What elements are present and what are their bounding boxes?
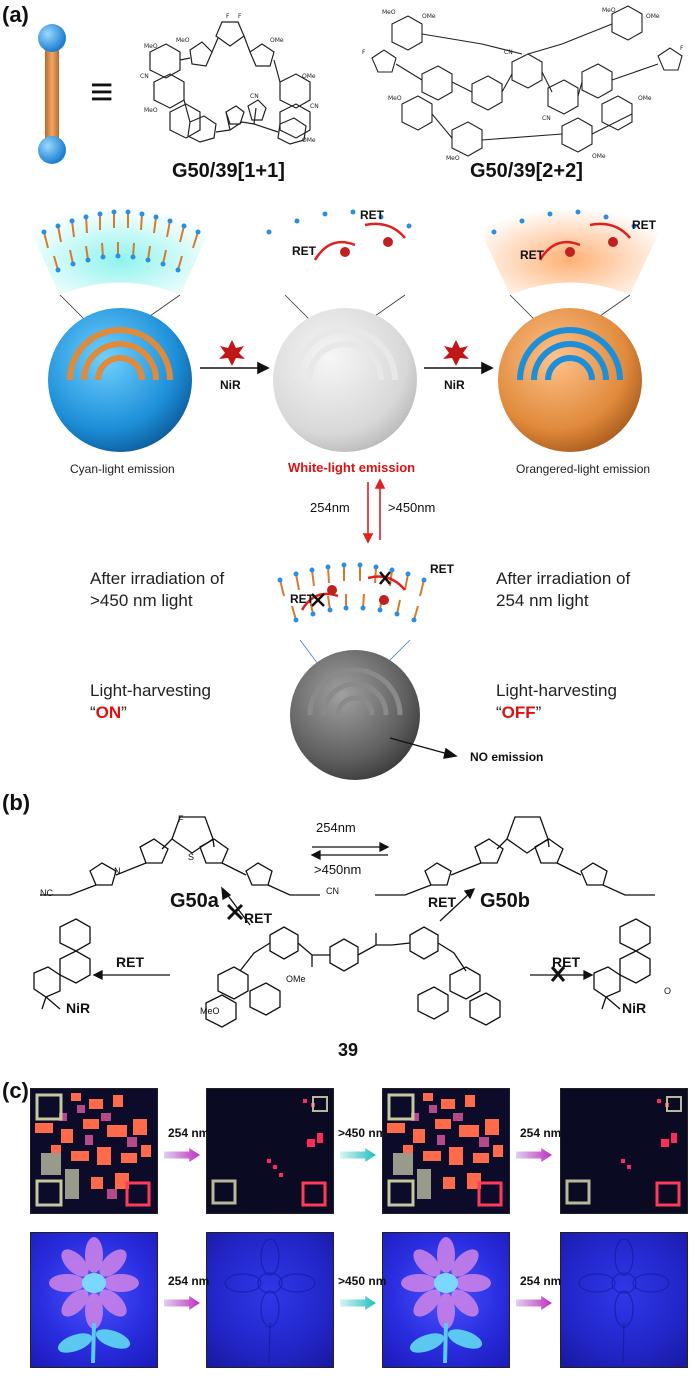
flower-photo-after-uv-1 (206, 1232, 334, 1368)
atom-n-label: N (114, 866, 121, 876)
cn-group-label: CN (326, 886, 339, 896)
svg-text:CN: CN (310, 103, 319, 110)
nir-left-label: NiR (66, 1000, 91, 1016)
svg-text:MeO: MeO (382, 9, 396, 16)
left-note-line2: >450 nm light (90, 591, 193, 610)
uv-254-label: 254nm (310, 500, 350, 515)
svg-text:MeO: MeO (602, 7, 616, 14)
panel-b-label: (b) (2, 790, 31, 815)
row2-uv-arrow-2 (516, 1296, 552, 1310)
svg-text:OMe: OMe (270, 37, 284, 44)
row1-vis-arrow (340, 1148, 376, 1162)
qr-photo-initial (30, 1088, 158, 1214)
svg-text:OMe: OMe (592, 153, 606, 160)
harvest-on-line1: Light-harvesting (90, 681, 211, 700)
ret-label-2: RET (292, 244, 316, 258)
reaction-scheme (33, 816, 655, 1028)
ret-label-1: RET (360, 208, 384, 222)
row1-uv-arrow-2 (516, 1148, 552, 1162)
ret-label-6: RET (290, 592, 314, 606)
cyan-emission-caption: Cyan-light emission (70, 462, 175, 476)
row2-uv-arrow-1 (164, 1296, 200, 1310)
svg-text:F: F (238, 13, 242, 20)
harvest-on-word: ON (95, 703, 122, 722)
svg-text:CN: CN (542, 115, 551, 122)
white-emission-caption: White-light emission (288, 460, 416, 475)
svg-text:CN: CN (140, 73, 149, 80)
svg-text:OMe: OMe (646, 13, 660, 20)
right-note-line1: After irradiation of (496, 569, 631, 588)
no-emission-label: NO emission (470, 750, 544, 764)
row1-arrow1-label: 254 nm (168, 1126, 210, 1140)
left-note-line1: After irradiation of (90, 569, 225, 588)
svg-text:MeO: MeO (388, 95, 402, 102)
meo-group-label: MeO (200, 1006, 220, 1016)
flower-photo-after-uv-2 (560, 1232, 688, 1368)
qr-photo-after-uv-1 (206, 1088, 334, 1214)
harvest-off-status: “OFF” (496, 703, 542, 722)
atom-f-label: F (178, 814, 184, 824)
svg-text:OMe: OMe (302, 137, 316, 144)
row2-arrow3-label: 254 nm (520, 1274, 562, 1288)
vis-450-label: >450nm (388, 500, 436, 515)
row1-uv-arrow-1 (164, 1148, 200, 1162)
dumbbell-icon (38, 24, 66, 164)
flower-photo-initial (30, 1232, 158, 1368)
structure-2-label: G50/39[2+2] (470, 160, 583, 182)
svg-text:MeO: MeO (144, 43, 158, 50)
harvest-on-status: “ON” (90, 703, 127, 722)
ret-left-label: RET (116, 954, 144, 970)
svg-text:F: F (226, 13, 230, 20)
g50b-label: G50b (480, 890, 531, 912)
svg-text:MeO: MeO (144, 107, 158, 114)
vesicle-row-diagram (30, 207, 660, 452)
svg-text:F: F (680, 45, 684, 52)
row2-arrow1-label: 254 nm (168, 1274, 210, 1288)
svg-text:MeO: MeO (176, 37, 190, 44)
ome-group-label: OMe (286, 974, 306, 984)
row2-arrow2-label: >450 nm (338, 1274, 387, 1288)
panel-a-label: (a) (2, 2, 29, 27)
svg-text:OMe: OMe (638, 95, 652, 102)
nir-label-1: NiR (220, 378, 241, 392)
nir-right-label: NiR (622, 1000, 647, 1016)
svg-text:CN: CN (250, 93, 259, 100)
right-note-line2: 254 nm light (496, 591, 589, 610)
ret-top-right-label: RET (428, 894, 456, 910)
equals-sign: ≡ (90, 70, 114, 114)
ret-label-4: RET (520, 248, 544, 262)
flower-photo-after-visible (382, 1232, 510, 1368)
g50a-label: G50a (170, 890, 219, 912)
orange-emission-caption: Orangered-light emission (516, 462, 651, 476)
svg-text:MeO: MeO (446, 155, 460, 162)
scheme-uv-label: 254nm (316, 820, 356, 835)
ret-blocked-top-label: RET (244, 910, 272, 926)
svg-text:CN: CN (504, 49, 513, 56)
nc-group-label: NC (40, 888, 53, 898)
svg-text:OMe: OMe (302, 73, 316, 80)
ret-blocked-right-label: RET (552, 954, 580, 970)
row1-arrow3-label: 254 nm (520, 1126, 562, 1140)
svg-text:OMe: OMe (422, 13, 436, 20)
panel-c-label: (c) (2, 1078, 29, 1103)
harvest-off-line1: Light-harvesting (496, 681, 617, 700)
qr-photo-after-visible (382, 1088, 510, 1214)
atom-o-label: O (664, 986, 672, 996)
row1-arrow2-label: >450 nm (338, 1126, 387, 1140)
harvest-off-word: OFF (501, 703, 536, 722)
row2-vis-arrow (340, 1296, 376, 1310)
structure-1-label: G50/39[1+1] (172, 160, 285, 182)
scheme-vis-label: >450nm (314, 862, 362, 877)
dark-vesicle-diagram (277, 562, 458, 780)
nir-label-2: NiR (444, 378, 465, 392)
ret-label-5: RET (430, 562, 454, 576)
compound-39-label: 39 (338, 1040, 359, 1060)
svg-text:F: F (362, 49, 366, 56)
ret-label-3: RET (632, 218, 656, 232)
macrocycle-2-structure: MeO OMe MeO OMe F F CN CN MeO OMe MeO OMe (362, 5, 684, 162)
reversible-arrows (362, 478, 386, 544)
qr-photo-after-uv-2 (560, 1088, 688, 1214)
atom-s-label: S (188, 852, 195, 862)
